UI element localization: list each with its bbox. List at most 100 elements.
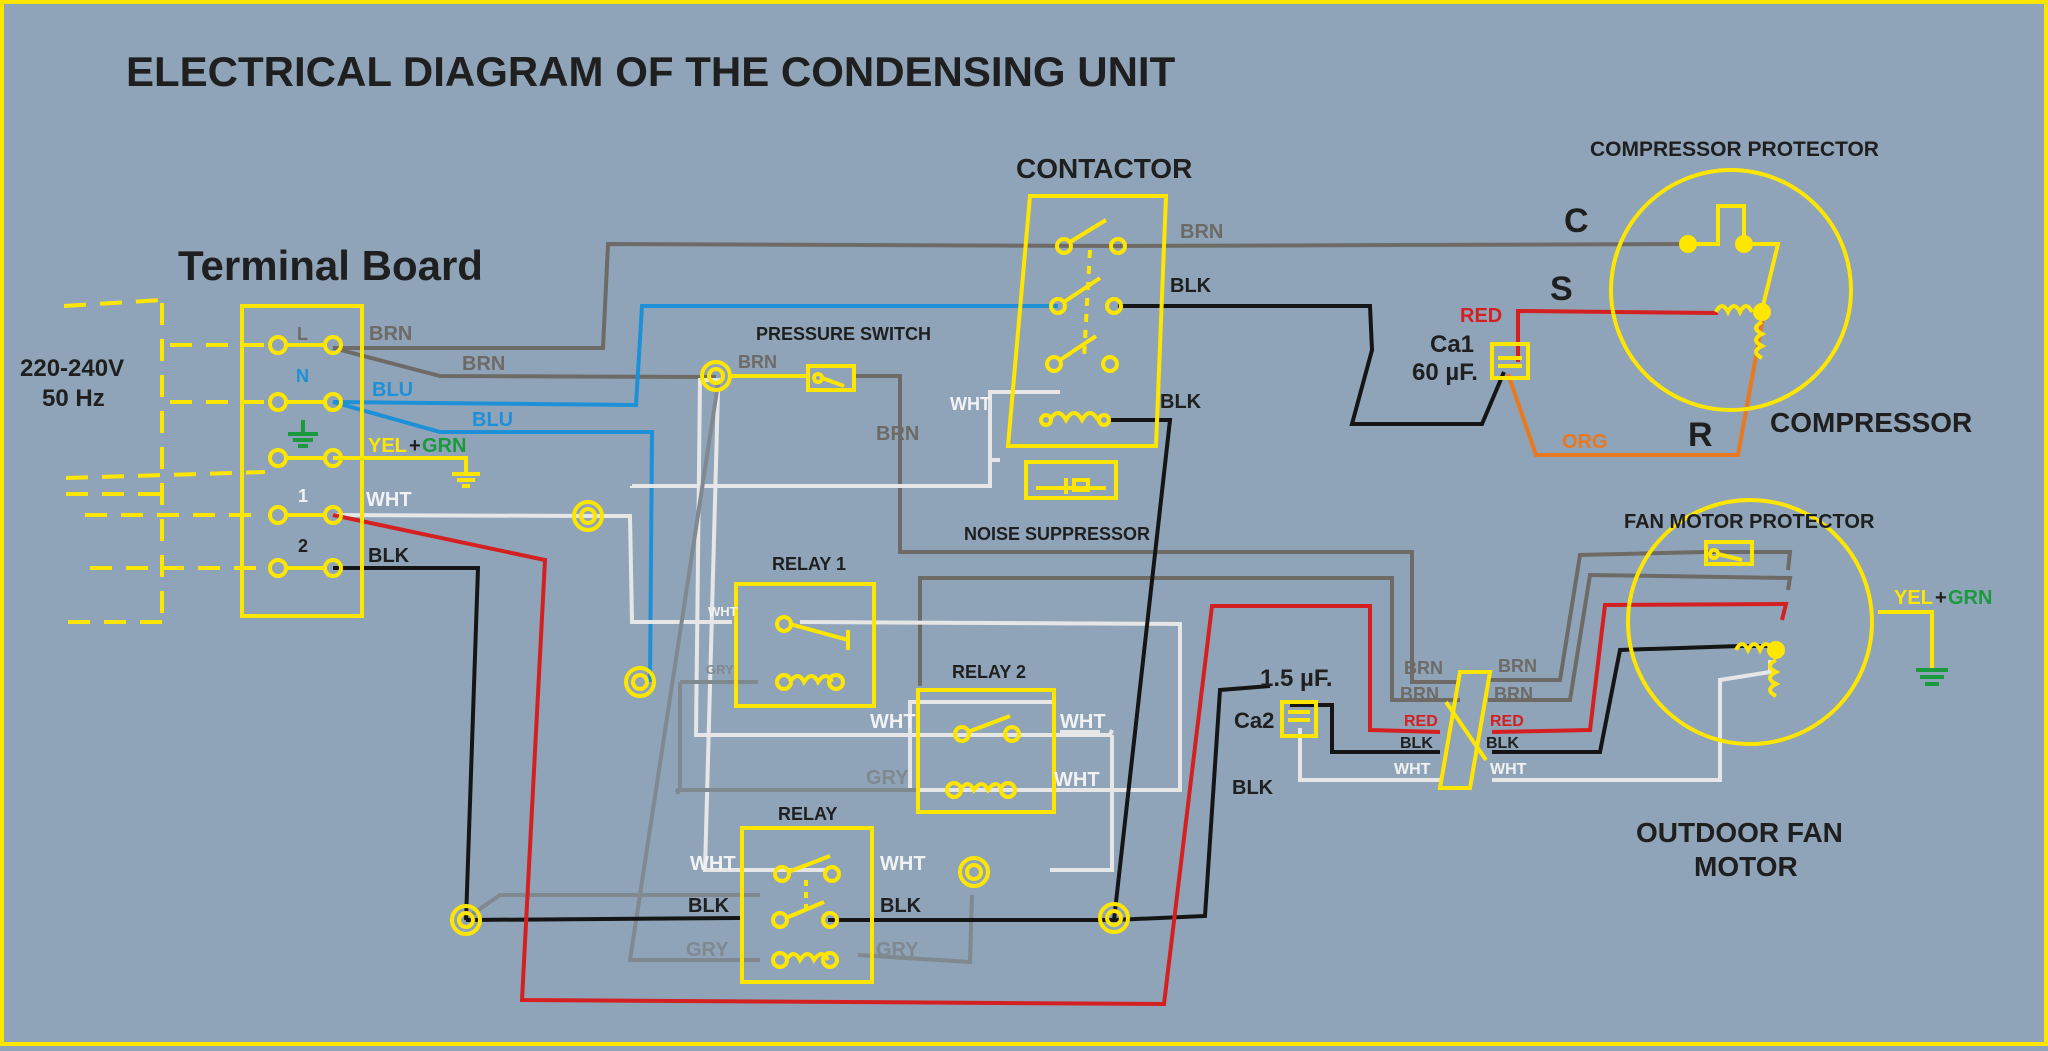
contactor: [1005, 194, 1169, 448]
labels: Terminal Board 220-240V 50 Hz L N 1 2 BR…: [20, 138, 1992, 961]
wire-label-blk: BLK: [368, 545, 410, 567]
relay: [740, 826, 874, 984]
wire-label-wht: WHT: [1054, 769, 1100, 791]
fan-motor-title-line1: OUTDOOR FAN: [1636, 817, 1843, 848]
terminal-1-label: 1: [298, 486, 308, 506]
wire-label-blk: BLK: [688, 895, 730, 917]
black-wires: [333, 304, 1772, 922]
capacitor-ca2-name: Ca2: [1234, 708, 1274, 733]
wire-label-wht: WHT: [366, 489, 412, 511]
contactor-title: CONTACTOR: [1016, 153, 1192, 184]
junction-ring: [624, 666, 656, 698]
wire-label-wht: WHT: [1060, 711, 1106, 733]
fan-connector-block: [1437, 670, 1493, 790]
wire-label-brn: BRN: [1494, 684, 1533, 704]
wire-label-wht: WHT: [950, 394, 991, 414]
wire-label-gry: GRY: [876, 939, 919, 961]
noise-suppressor: [1024, 460, 1118, 500]
ground-icon: [452, 472, 480, 488]
ground-icon: [288, 420, 318, 448]
terminal-screws: [268, 335, 343, 578]
capacitor-ca1-name: Ca1: [1430, 331, 1474, 358]
wire-label-yel: YEL: [1894, 587, 1933, 609]
orange-wire: [1506, 311, 1766, 457]
wire-label-blk: BLK: [1232, 777, 1274, 799]
wire-label-blu: BLU: [472, 409, 513, 431]
wire-label-brn: BRN: [1498, 656, 1537, 676]
components: [240, 168, 1948, 984]
junction-ring: [1098, 902, 1130, 934]
supply-dashed-lines: [63, 298, 266, 625]
wire-label-blk: BLK: [1160, 391, 1202, 413]
capacitor-ca1-value: 60 µF.: [1412, 359, 1478, 386]
wire-label-brn: BRN: [369, 323, 412, 345]
compressor: [1609, 168, 1853, 412]
terminal-board: [240, 304, 364, 618]
wire-label-red: RED: [1404, 713, 1438, 730]
blue-wires: [332, 304, 1058, 683]
compressor-title: COMPRESSOR: [1770, 407, 1972, 438]
wire-label-wht: WHT: [1490, 761, 1527, 778]
compressor-protector-title: COMPRESSOR PROTECTOR: [1590, 138, 1879, 161]
terminal-l-label: L: [297, 324, 308, 344]
terminal-n-label: N: [296, 366, 309, 386]
terminal-s-label: S: [1550, 270, 1573, 308]
wire-label-gry: GRY: [706, 662, 734, 677]
fan-motor-protector-title: FAN MOTOR PROTECTOR: [1624, 511, 1875, 533]
wire-label-grn: GRN: [1948, 587, 1992, 609]
wire-label-red: RED: [1490, 713, 1524, 730]
relay-1-title: RELAY 1: [772, 554, 846, 574]
junction-ring: [958, 856, 990, 888]
relay-title: RELAY: [778, 804, 837, 824]
wire-label-red: RED: [1460, 305, 1502, 327]
fan-motor-title-line2: MOTOR: [1694, 851, 1798, 882]
terminal-2-label: 2: [298, 536, 308, 556]
pressure-switch: [700, 360, 856, 392]
wire-label-brn: BRN: [462, 353, 505, 375]
wire-label-brn: BRN: [1180, 221, 1223, 243]
wire-label-brn: BRN: [1404, 658, 1443, 678]
wire-label-blk: BLK: [1400, 735, 1433, 752]
outdoor-fan-motor: [1626, 498, 1874, 746]
terminal-c-label: C: [1564, 202, 1589, 240]
wire-label-wht: WHT: [870, 711, 916, 733]
wire-label-blk: BLK: [1170, 275, 1212, 297]
wire-label-gry: GRY: [866, 767, 909, 789]
wire-label-blu: BLU: [372, 379, 413, 401]
pressure-switch-title: PRESSURE SWITCH: [756, 324, 931, 344]
supply-frequency-label: 50 Hz: [42, 385, 105, 412]
diagram-title: ELECTRICAL DIAGRAM OF THE CONDENSING UNI…: [126, 48, 1176, 95]
wire-label-org: ORG: [1562, 431, 1608, 453]
relay-2: [916, 688, 1056, 814]
wire-label-wht: WHT: [708, 604, 738, 619]
junction-ring: [450, 904, 482, 936]
capacitor-ca1: [1490, 342, 1530, 380]
junction-rings: [450, 500, 1130, 936]
yel-grn-ground-wire: [333, 456, 468, 474]
terminal-board-title: Terminal Board: [178, 242, 483, 289]
fan-ground-wire: [1878, 610, 1934, 668]
wire-label-wht: WHT: [690, 853, 736, 875]
relay-1: [734, 582, 876, 708]
noise-suppressor-title: NOISE SUPPRESSOR: [964, 524, 1150, 544]
wire-label-brn: BRN: [876, 423, 919, 445]
capacitor-ca2: [1280, 700, 1318, 738]
capacitor-ca2-value: 1.5 µF.: [1260, 665, 1333, 692]
wire-label-plus: +: [409, 435, 421, 457]
terminal-r-label: R: [1688, 416, 1713, 454]
wire-label-blk: BLK: [1486, 735, 1519, 752]
wire-label-wht: WHT: [1394, 761, 1431, 778]
wire-label-wht: WHT: [880, 853, 926, 875]
supply-voltage-label: 220-240V: [20, 355, 124, 382]
wire-label-blk: BLK: [880, 895, 922, 917]
wire-label-grn: GRN: [422, 435, 466, 457]
wire-label-gry: GRY: [686, 939, 729, 961]
wire-label-brn: BRN: [738, 352, 777, 372]
ground-icon: [1916, 668, 1948, 686]
wire-label-plus: +: [1935, 587, 1947, 609]
wire-label-brn: BRN: [1400, 684, 1439, 704]
relay-2-title: RELAY 2: [952, 662, 1026, 682]
